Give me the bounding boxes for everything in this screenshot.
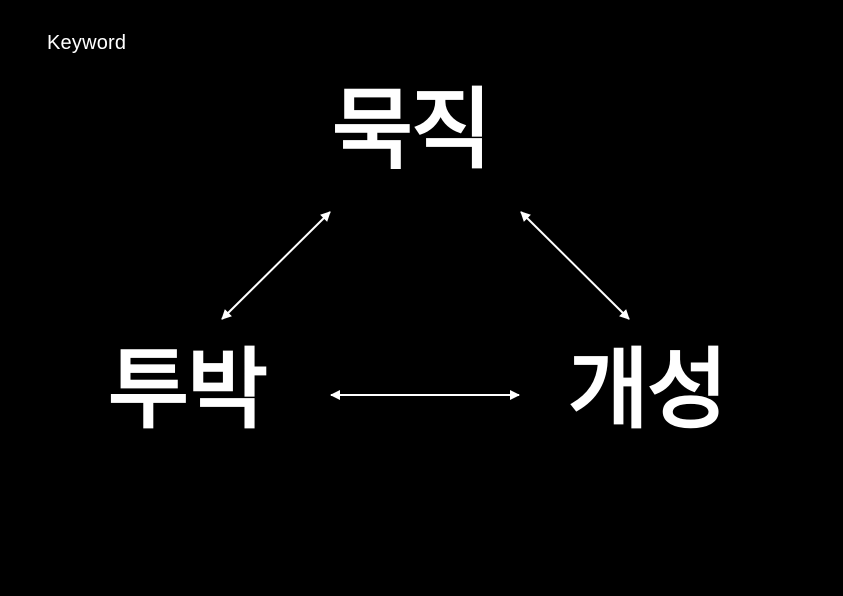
double-arrow-top-right xyxy=(520,211,630,320)
keyword-heading: Keyword xyxy=(47,32,127,54)
keyword-node-left: 투박 xyxy=(108,338,268,441)
keyword-node-top: 묵직 xyxy=(332,78,492,181)
keyword-node-right: 개성 xyxy=(568,338,728,441)
double-arrow-top-left xyxy=(221,211,331,320)
